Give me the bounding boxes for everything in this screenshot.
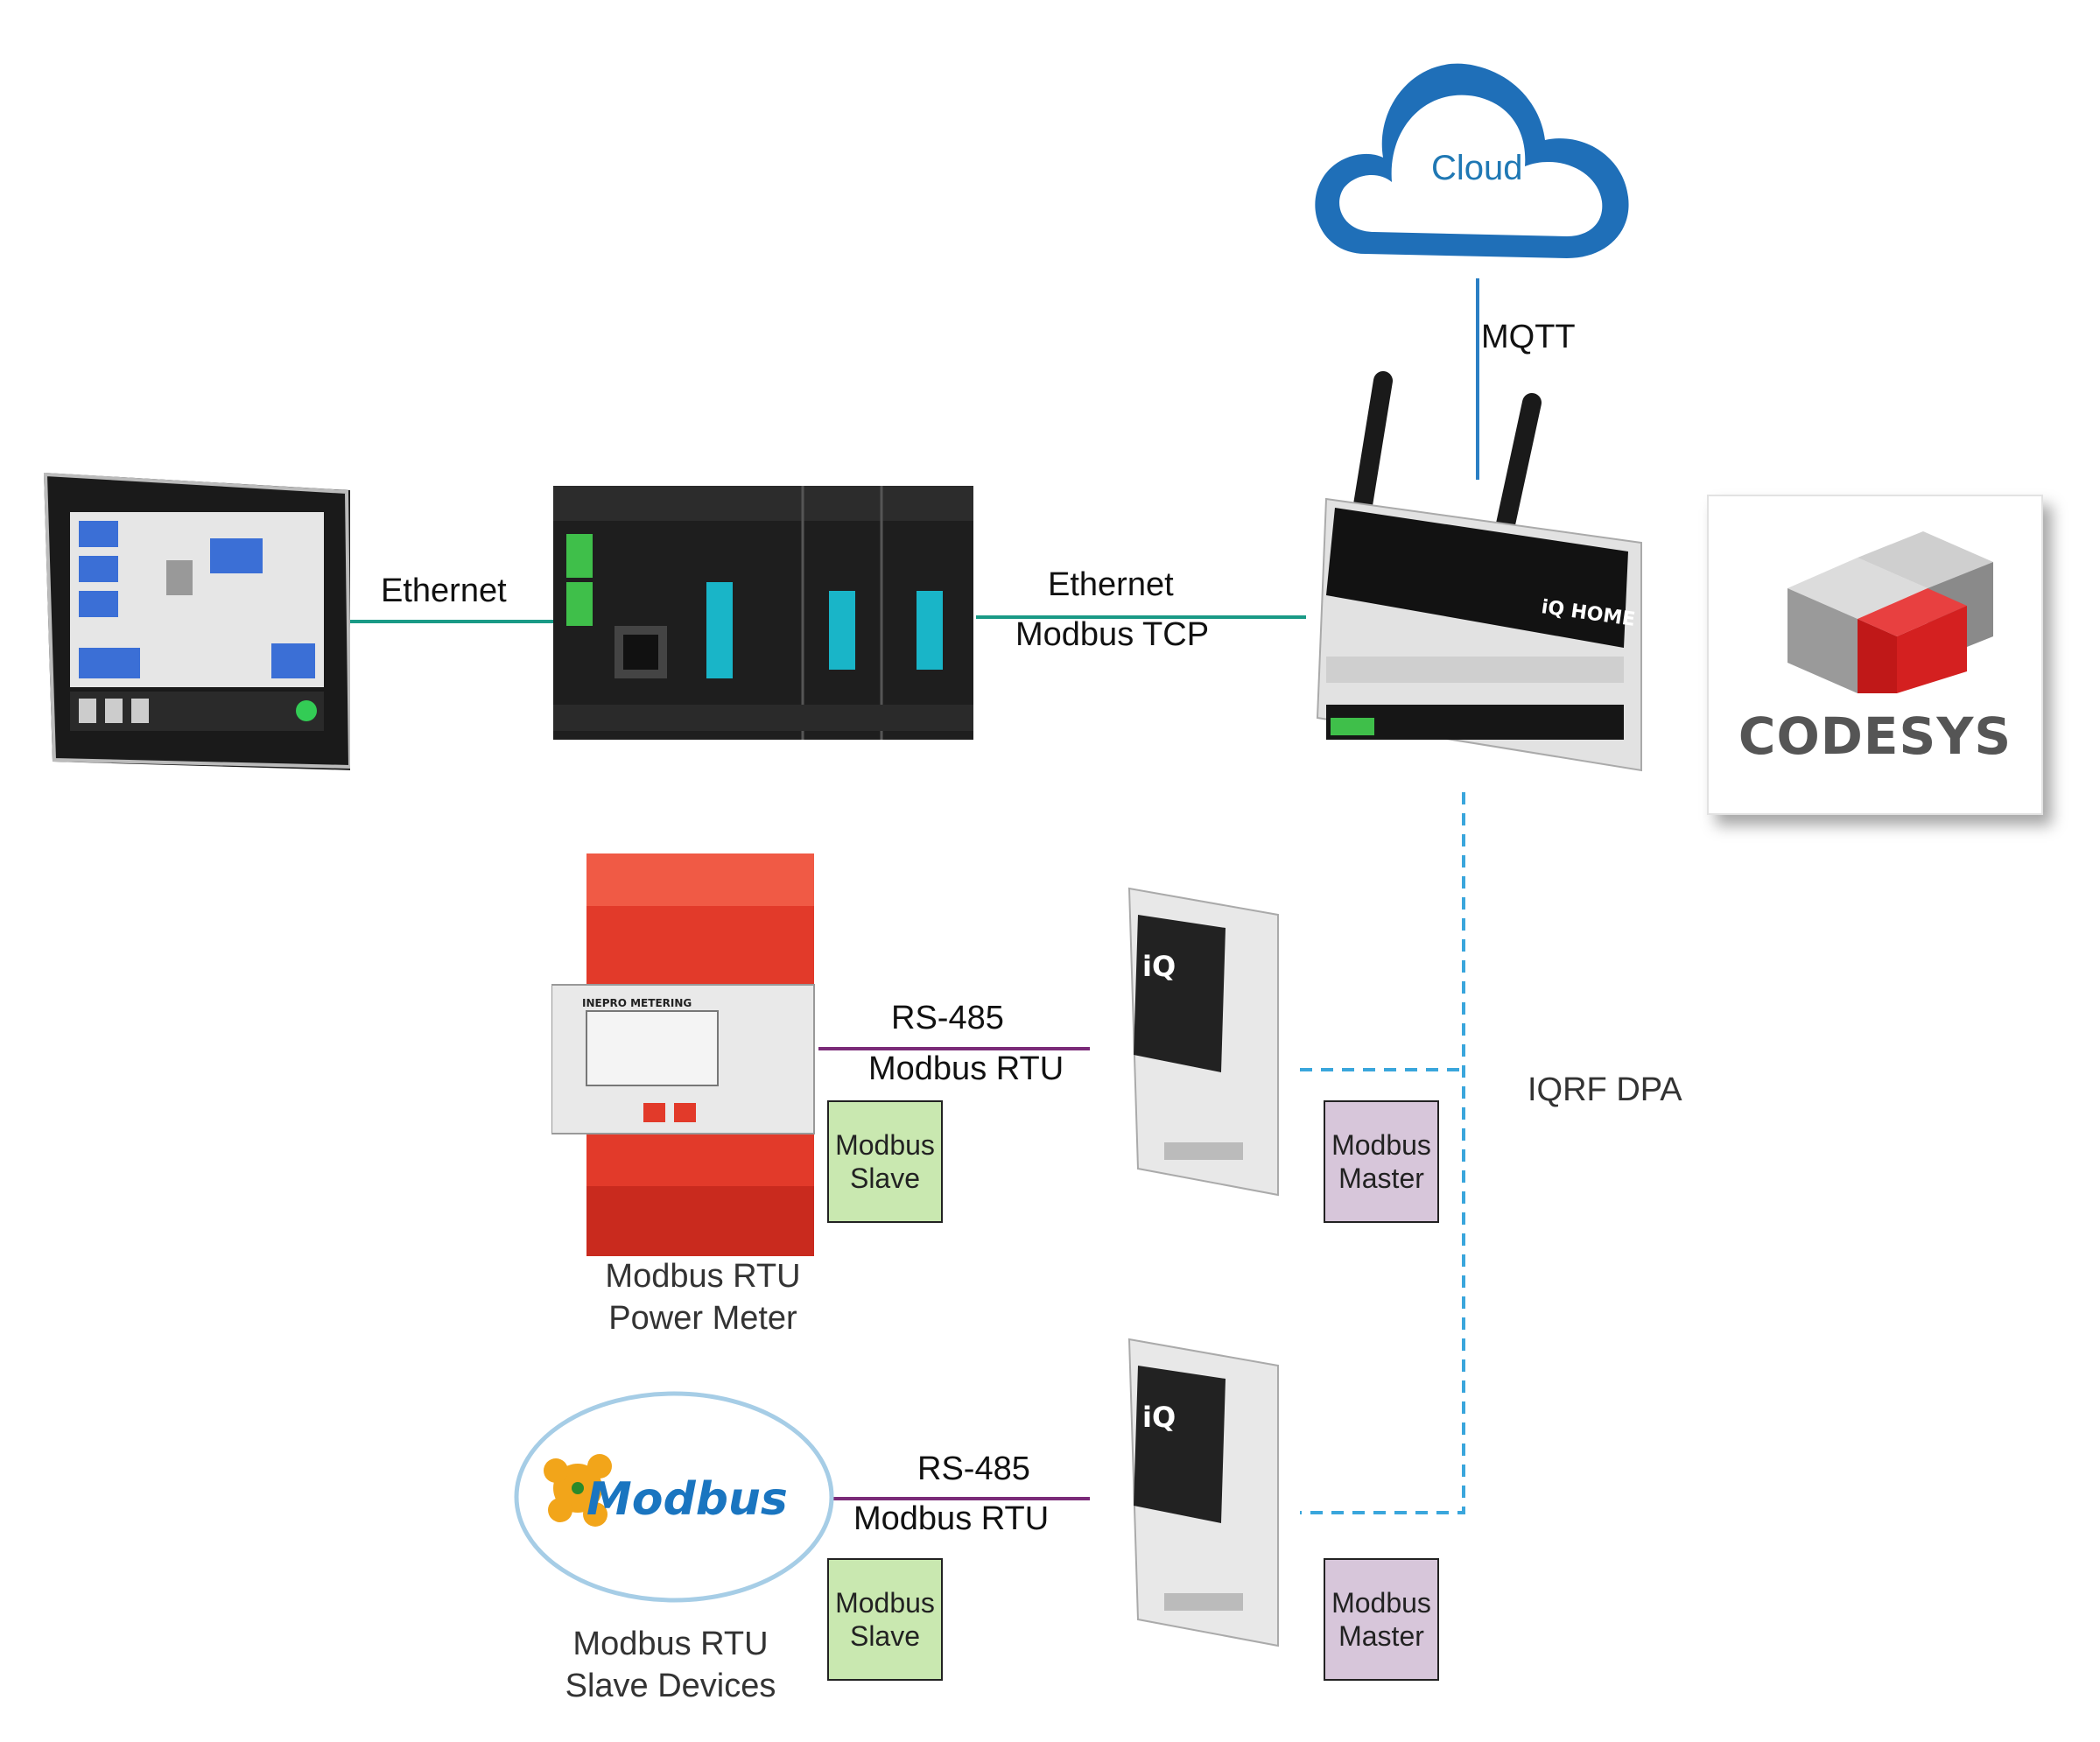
label-plc-gateway-2: Modbus TCP [1015,616,1210,653]
label-meter-bridge-2: Modbus RTU [868,1050,1064,1087]
caption-power-meter-1: Modbus RTU [605,1258,801,1295]
role-master-1: Modbus Master [1324,1100,1439,1223]
modbus-logo-text: Modbus [586,1473,788,1526]
label-slaves-bridge-1: RS-485 [917,1450,1030,1487]
cloud-icon [1315,63,1629,259]
plc-image [553,486,973,740]
caption-slave-devices-1: Modbus RTU [572,1626,769,1662]
label-plc-gateway-1: Ethernet [1048,566,1174,603]
codesys-cube-icon [1787,531,1993,693]
role-master-2-line2: Master [1338,1620,1424,1652]
power-meter-image: INEPRO METERING [551,853,815,1256]
modbus-logo: Modbus [514,1391,834,1603]
caption-power-meter-2: Power Meter [608,1300,797,1337]
modbus-bridge-image-2: iQ [1127,1338,1279,1647]
label-slaves-bridge-2: Modbus RTU [853,1500,1050,1537]
codesys-label: CODESYS [1738,706,2012,766]
role-slave-2-line2: Slave [849,1620,921,1652]
role-master-1-line1: Modbus [1331,1129,1431,1161]
role-master-2: Modbus Master [1324,1558,1439,1681]
link-iqrf [1300,792,1465,1514]
hmi-panel-image [43,473,350,770]
role-master-2-line1: Modbus [1331,1587,1431,1619]
modbus-bridge-image-1: iQ [1127,887,1279,1197]
bridge-brand-text-2: iQ [1142,1401,1176,1434]
label-iqrf: IQRF DPA [1528,1071,1682,1108]
bridge-brand-text-1: iQ [1142,950,1176,983]
codesys-logo-card: CODESYS [1707,495,2043,815]
role-master-1-line2: Master [1338,1163,1424,1194]
gateway-image: iQ HOME [1316,371,1642,772]
role-slave-2-line1: Modbus [835,1587,935,1619]
label-hmi-plc: Ethernet [381,572,507,609]
cloud-label: Cloud [1431,149,1523,187]
meter-brand-text: INEPRO METERING [582,997,692,1009]
caption-slave-devices-2: Slave Devices [565,1668,776,1704]
role-slave-2: Modbus Slave [827,1558,943,1681]
role-slave-1-line1: Modbus [835,1129,935,1161]
label-cloud-gateway: MQTT [1481,319,1576,355]
role-slave-1-line2: Slave [849,1163,921,1194]
label-meter-bridge-1: RS-485 [891,1000,1004,1036]
role-slave-1: Modbus Slave [827,1100,943,1223]
